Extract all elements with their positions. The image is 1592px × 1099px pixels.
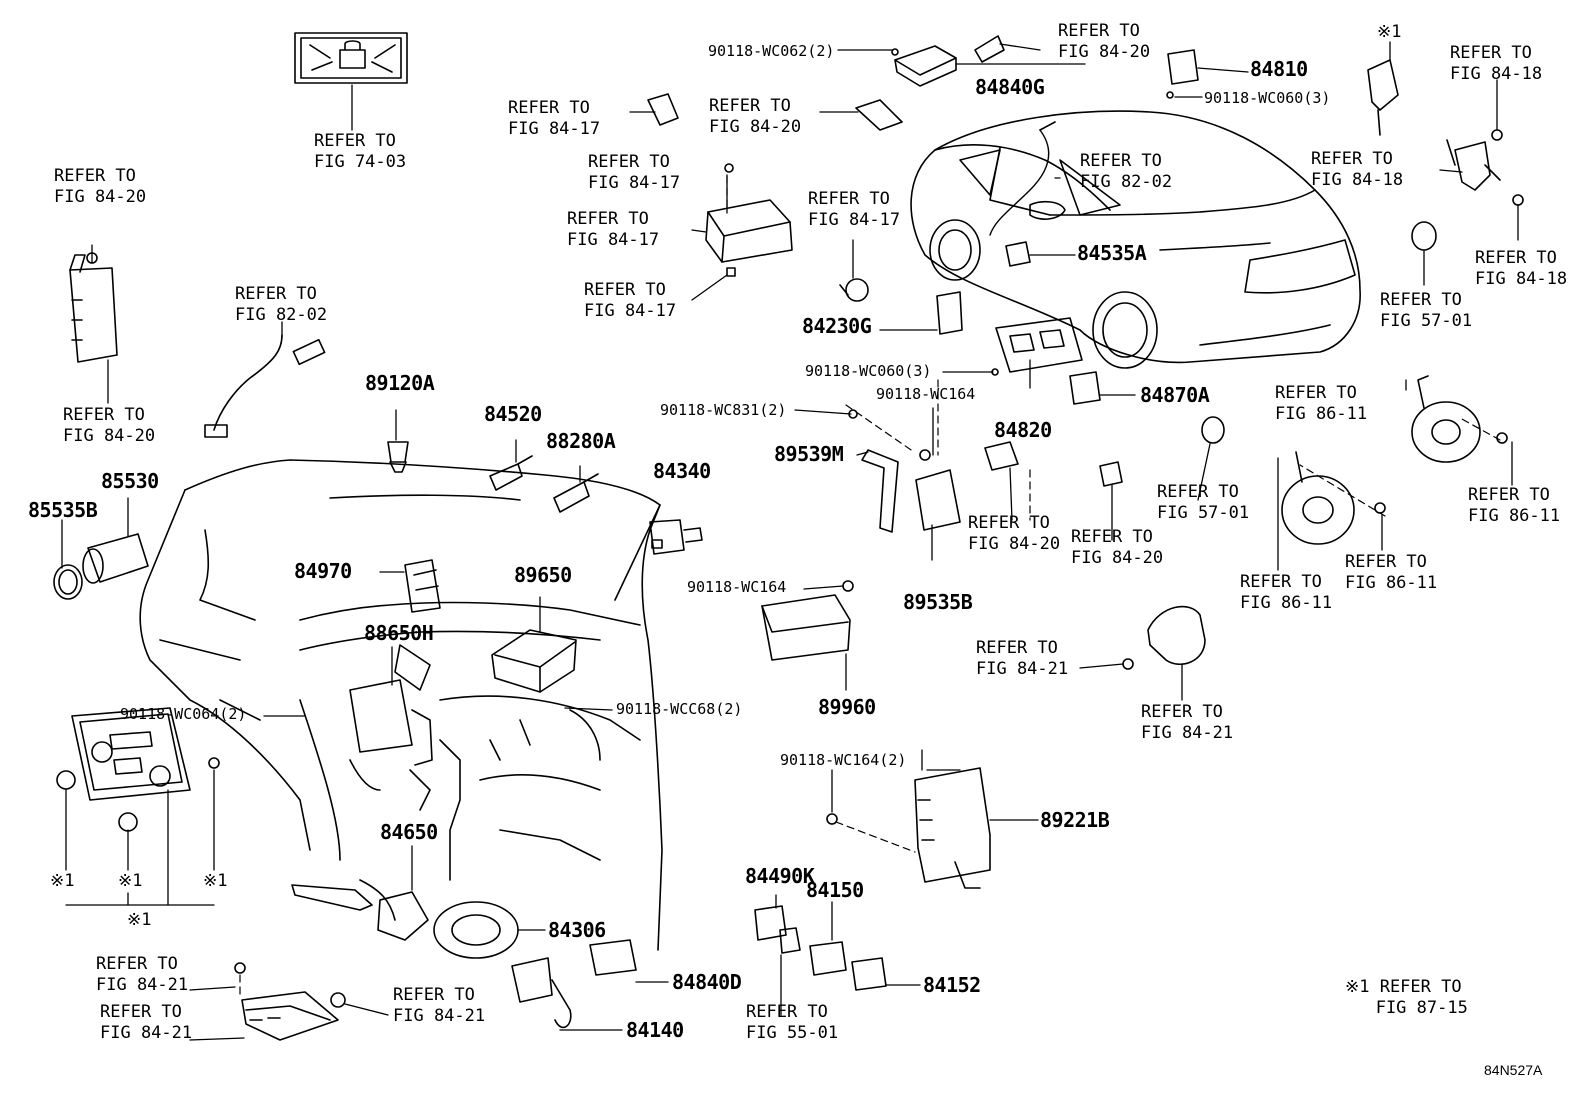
part-number: 89221B	[1040, 808, 1110, 832]
bolt-label: 90118-WC164	[876, 385, 976, 403]
refer-label: REFER TO FIG 86-11	[1468, 485, 1561, 526]
refer-label: REFER TO FIG 57-01	[1157, 482, 1250, 523]
bolt-label: 90118-WC060(3)	[805, 362, 932, 380]
part-number: 84840G	[975, 75, 1045, 99]
bolt-label: 90118-WC164	[687, 578, 787, 596]
part-number: 84535A	[1077, 241, 1147, 265]
diagram-code: 84N527A	[1484, 1062, 1543, 1078]
bolt-label: 90118-WC831(2)	[660, 401, 787, 419]
refer-label: REFER TO FIG 84-17	[588, 152, 681, 193]
leader-lines	[61, 41, 1519, 1041]
refer-label: REFER TO FIG 84-21	[100, 1002, 193, 1043]
part-number: 85530	[101, 469, 159, 493]
part-number: 88650H	[364, 621, 434, 645]
refer-label: REFER TO FIG 84-20	[709, 96, 802, 137]
bolt-label: 90118-WC060(3)	[1204, 89, 1331, 107]
part-number: 84140	[626, 1018, 684, 1042]
refer-label: REFER TO FIG 82-02	[235, 284, 328, 325]
refer-label: REFER TO FIG 84-20	[968, 513, 1061, 554]
part-number: 84520	[484, 402, 542, 426]
refer-label: REFER TO FIG 84-17	[808, 189, 901, 230]
part-number: 88280A	[546, 429, 616, 453]
note-marker: ※1	[203, 871, 228, 891]
part-number: 89960	[818, 695, 876, 719]
part-number: 84150	[806, 878, 864, 902]
part-number: 84870A	[1140, 383, 1210, 407]
part-number: 89539M	[774, 442, 844, 466]
note-legend: ※1 REFER TO FIG 87-15	[1345, 977, 1468, 1018]
refer-label: REFER TO FIG 84-17	[567, 209, 660, 250]
bolt-label: 90118-WC062(2)	[708, 42, 835, 60]
part-number: 84152	[923, 973, 981, 997]
refer-label: REFER TO FIG 84-17	[508, 98, 601, 139]
refer-label: REFER TO FIG 84-21	[976, 638, 1069, 679]
bolt-label: 90118-WC064(2)	[120, 705, 247, 723]
refer-label: REFER TO FIG 86-11	[1275, 383, 1368, 424]
bolt-label: 90118-WC164(2)	[780, 751, 907, 769]
dashed-lines	[239, 175, 1501, 999]
note-marker: ※1	[50, 871, 75, 891]
part-number: 85535B	[28, 498, 98, 522]
refer-label: REFER TO FIG 84-20	[54, 166, 147, 207]
refer-label: REFER TO FIG 86-11	[1240, 572, 1333, 613]
refer-label: REFER TO FIG 86-11	[1345, 552, 1438, 593]
part-number: 89535B	[903, 590, 973, 614]
refer-label: REFER TO FIG 84-18	[1475, 248, 1568, 289]
note-marker: ※1	[127, 910, 152, 930]
refer-label: REFER TO FIG 84-21	[96, 954, 189, 995]
part-number: 84650	[380, 820, 438, 844]
refer-label: REFER TO FIG 74-03	[314, 131, 407, 172]
bolt-label: 90118-WCC68(2)	[616, 700, 743, 718]
part-number: 84306	[548, 918, 606, 942]
refer-label: REFER TO FIG 84-18	[1450, 43, 1543, 84]
dashboard-outline	[139, 459, 663, 951]
part-number: 84490K	[745, 864, 815, 888]
note-marker: ※1	[1377, 22, 1402, 42]
refer-label: REFER TO FIG 84-21	[393, 985, 486, 1026]
refer-label: REFER TO FIG 84-21	[1141, 702, 1234, 743]
refer-label: REFER TO FIG 84-20	[63, 405, 156, 446]
vehicle-outline	[910, 110, 1361, 369]
note-marker: ※1	[118, 871, 143, 891]
part-number: 84340	[653, 459, 711, 483]
part-number: 89650	[514, 563, 572, 587]
part-number: 84820	[994, 418, 1052, 442]
refer-label: REFER TO FIG 84-20	[1071, 527, 1164, 568]
refer-label: REFER TO FIG 57-01	[1380, 290, 1473, 331]
component-shapes	[53, 32, 1524, 1041]
part-number: 84970	[294, 559, 352, 583]
part-number: 84810	[1250, 57, 1308, 81]
part-number: 84840D	[672, 970, 742, 994]
part-number: 89120A	[365, 371, 435, 395]
refer-label: REFER TO FIG 55-01	[746, 1002, 839, 1043]
refer-label: REFER TO FIG 84-20	[1058, 21, 1151, 62]
part-number: 84230G	[802, 314, 872, 338]
refer-label: REFER TO FIG 82-02	[1080, 151, 1173, 192]
refer-label: REFER TO FIG 84-17	[584, 280, 677, 321]
refer-label: REFER TO FIG 84-18	[1311, 149, 1404, 190]
